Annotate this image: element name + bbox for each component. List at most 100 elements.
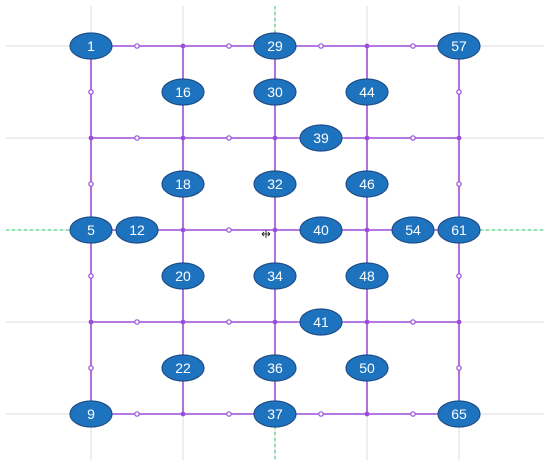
node-29[interactable]: 29: [253, 32, 297, 60]
member-midpoint-dot: [226, 43, 232, 49]
node-18[interactable]: 18: [161, 170, 205, 198]
node-50[interactable]: 50: [345, 354, 389, 382]
node-ellipse[interactable]: [391, 216, 435, 244]
node-20[interactable]: 20: [161, 262, 205, 290]
node-30[interactable]: 30: [253, 78, 297, 106]
member-midpoint-dot: [226, 135, 232, 141]
node-34[interactable]: 34: [253, 262, 297, 290]
node-ellipse[interactable]: [437, 216, 481, 244]
member-midpoint-dot: [318, 411, 324, 417]
node-ellipse[interactable]: [345, 354, 389, 382]
node-label: 39: [313, 130, 329, 146]
node-16[interactable]: 16: [161, 78, 205, 106]
node-label: 22: [175, 360, 191, 376]
node-1[interactable]: 1: [69, 32, 113, 60]
joint-marker: [456, 135, 462, 141]
joint-marker: [364, 227, 370, 233]
move-cursor-icon: [261, 230, 271, 238]
node-ellipse[interactable]: [69, 32, 113, 60]
node-label: 5: [87, 222, 95, 238]
node-label: 50: [359, 360, 375, 376]
member-midpoint-dot: [88, 273, 94, 279]
node-ellipse[interactable]: [253, 400, 297, 428]
node-54[interactable]: 54: [391, 216, 435, 244]
node-label: 20: [175, 268, 191, 284]
node-40[interactable]: 40: [299, 216, 343, 244]
node-48[interactable]: 48: [345, 262, 389, 290]
node-ellipse[interactable]: [253, 262, 297, 290]
node-ellipse[interactable]: [69, 216, 113, 244]
joint-marker: [180, 227, 186, 233]
node-ellipse[interactable]: [161, 78, 205, 106]
joint-marker: [456, 319, 462, 325]
node-label: 12: [129, 222, 145, 238]
joint-marker: [364, 411, 370, 417]
node-9[interactable]: 9: [69, 400, 113, 428]
member-midpoint-dot: [226, 319, 232, 325]
node-41[interactable]: 41: [299, 308, 343, 336]
member-midpoint-dot: [134, 135, 140, 141]
cursor-layer: [261, 230, 271, 238]
node-ellipse[interactable]: [299, 216, 343, 244]
member-midpoint-dot: [410, 411, 416, 417]
node-label: 61: [451, 222, 467, 238]
node-12[interactable]: 12: [115, 216, 159, 244]
joint-marker: [272, 227, 278, 233]
node-ellipse[interactable]: [253, 170, 297, 198]
node-61[interactable]: 61: [437, 216, 481, 244]
joint-marker: [364, 319, 370, 325]
node-ellipse[interactable]: [253, 78, 297, 106]
member-midpoint-dot: [226, 227, 232, 233]
node-ellipse[interactable]: [161, 170, 205, 198]
node-ellipse[interactable]: [437, 400, 481, 428]
node-39[interactable]: 39: [299, 124, 343, 152]
node-65[interactable]: 65: [437, 400, 481, 428]
node-5[interactable]: 5: [69, 216, 113, 244]
node-ellipse[interactable]: [161, 262, 205, 290]
joint-marker: [180, 135, 186, 141]
member-midpoint-dot: [318, 43, 324, 49]
node-ellipse[interactable]: [437, 32, 481, 60]
node-ellipse[interactable]: [345, 262, 389, 290]
member-midpoint-dot: [456, 181, 462, 187]
node-label: 40: [313, 222, 329, 238]
node-label: 65: [451, 406, 467, 422]
node-label: 41: [313, 314, 329, 330]
joint-marker: [88, 319, 94, 325]
node-36[interactable]: 36: [253, 354, 297, 382]
node-ellipse[interactable]: [299, 308, 343, 336]
node-label: 32: [267, 176, 283, 192]
node-ellipse[interactable]: [253, 32, 297, 60]
node-37[interactable]: 37: [253, 400, 297, 428]
node-ellipse[interactable]: [253, 354, 297, 382]
node-22[interactable]: 22: [161, 354, 205, 382]
member-midpoint-dot: [410, 135, 416, 141]
node-label: 48: [359, 268, 375, 284]
member-midpoint-dot: [410, 319, 416, 325]
node-ellipse[interactable]: [299, 124, 343, 152]
member-midpoint-dot: [88, 181, 94, 187]
node-32[interactable]: 32: [253, 170, 297, 198]
node-ellipse[interactable]: [345, 78, 389, 106]
node-ellipse[interactable]: [345, 170, 389, 198]
node-labels: 1 29 57 16 30 44 39 18 32 46 5 12 40 54 61 20 34 48 41 22 36…: [69, 32, 481, 428]
member-midpoint-dot: [134, 319, 140, 325]
member-midpoint-dot: [456, 89, 462, 95]
node-44[interactable]: 44: [345, 78, 389, 106]
node-ellipse[interactable]: [115, 216, 159, 244]
node-label: 29: [267, 38, 283, 54]
node-46[interactable]: 46: [345, 170, 389, 198]
node-label: 54: [405, 222, 421, 238]
joint-marker: [272, 135, 278, 141]
node-label: 1: [87, 38, 95, 54]
node-57[interactable]: 57: [437, 32, 481, 60]
node-ellipse[interactable]: [69, 400, 113, 428]
joint-marker: [180, 319, 186, 325]
node-label: 44: [359, 84, 375, 100]
member-midpoint-dot: [88, 365, 94, 371]
member-midpoint-dot: [134, 43, 140, 49]
member-midpoint-dot: [226, 411, 232, 417]
node-ellipse[interactable]: [161, 354, 205, 382]
cursor-arrows: [261, 230, 271, 238]
